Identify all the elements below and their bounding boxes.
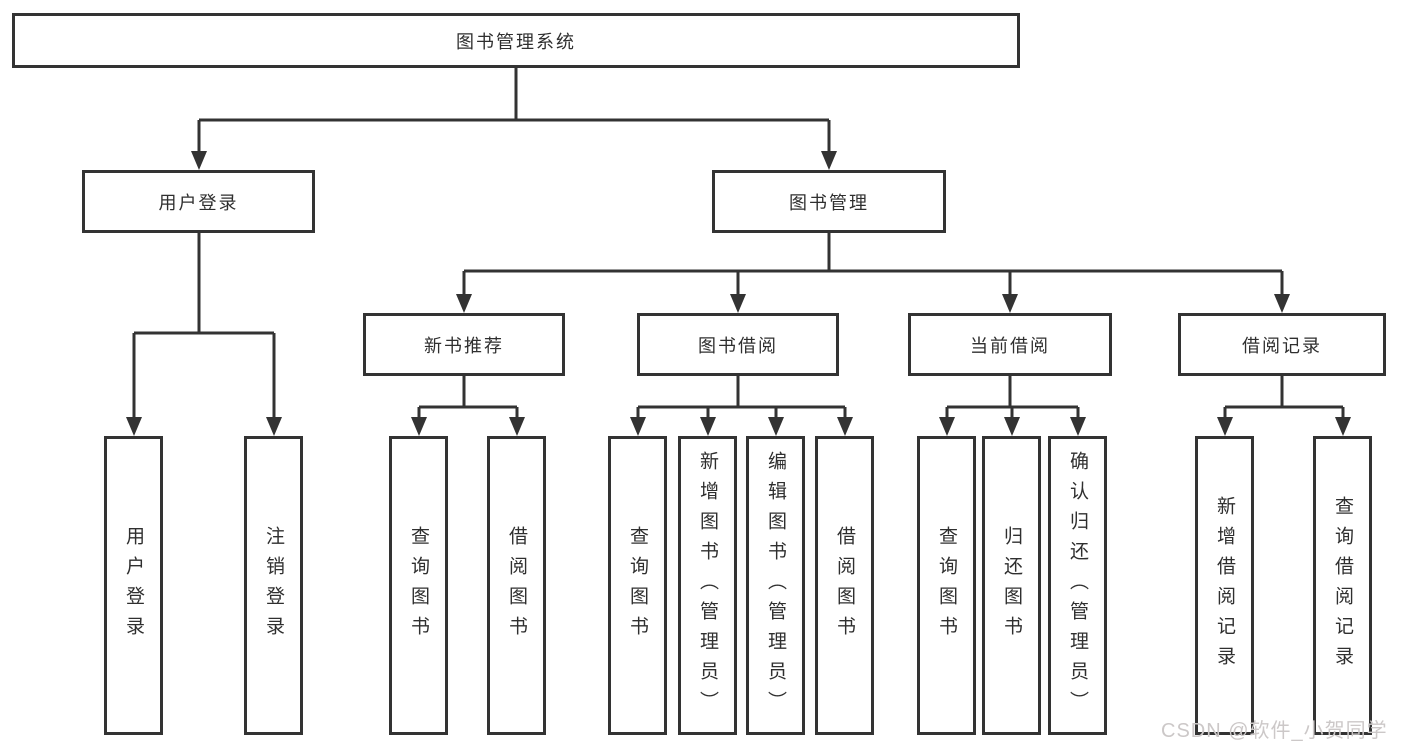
leaf-confirm-return-admin: 确认归还（管理员） xyxy=(1048,436,1107,735)
node-book-borrow-label: 图书借阅 xyxy=(698,335,778,356)
arrow-down-icon xyxy=(730,294,746,313)
leaf-label: 归还图书 xyxy=(1001,525,1022,646)
leaf-logout: 注销登录 xyxy=(244,436,303,735)
arrow-down-icon xyxy=(1004,417,1020,436)
leaf-borrow-book: 借阅图书 xyxy=(815,436,874,735)
arrow-down-icon xyxy=(1274,294,1290,313)
node-new-book-recommend-label: 新书推荐 xyxy=(424,335,504,356)
arrow-down-icon xyxy=(456,294,472,313)
leaf-label: 新增图书（管理员） xyxy=(697,450,718,721)
arrow-down-icon xyxy=(837,417,853,436)
node-current-borrow-label: 当前借阅 xyxy=(970,335,1050,356)
leaf-label: 借阅图书 xyxy=(834,525,855,646)
leaf-return-book: 归还图书 xyxy=(982,436,1041,735)
leaf-edit-book-admin: 编辑图书（管理员） xyxy=(746,436,805,735)
leaf-borrow-book-recommend: 借阅图书 xyxy=(487,436,546,735)
node-borrow-records: 借阅记录 xyxy=(1178,313,1386,376)
node-book-management: 图书管理 xyxy=(712,170,946,233)
arrow-down-icon xyxy=(1002,294,1018,313)
leaf-label: 查询图书 xyxy=(627,525,648,646)
arrow-down-icon xyxy=(126,417,142,436)
leaf-query-borrow-record: 查询借阅记录 xyxy=(1313,436,1372,735)
csdn-watermark: CSDN @软件_小贺同学 xyxy=(1161,720,1388,742)
leaf-query-book-recommend: 查询图书 xyxy=(389,436,448,735)
leaf-label: 新增借阅记录 xyxy=(1214,495,1235,676)
node-root-label: 图书管理系统 xyxy=(456,31,576,52)
node-book-management-label: 图书管理 xyxy=(789,192,869,213)
node-root: 图书管理系统 xyxy=(12,13,1020,68)
node-book-borrow: 图书借阅 xyxy=(637,313,839,376)
tree-edges xyxy=(132,68,1345,418)
leaf-query-book-current: 查询图书 xyxy=(917,436,976,735)
leaf-label: 查询图书 xyxy=(936,525,957,646)
leaf-label: 查询图书 xyxy=(408,525,429,646)
arrow-down-icon xyxy=(821,151,837,170)
leaf-label: 注销登录 xyxy=(263,525,284,646)
arrow-down-icon xyxy=(939,417,955,436)
arrow-down-icon xyxy=(266,417,282,436)
leaf-label: 用户登录 xyxy=(123,525,144,646)
leaf-label: 确认归还（管理员） xyxy=(1067,450,1088,721)
node-current-borrow: 当前借阅 xyxy=(908,313,1112,376)
arrow-down-icon xyxy=(1070,417,1086,436)
node-borrow-records-label: 借阅记录 xyxy=(1242,335,1322,356)
arrowheads xyxy=(126,151,1351,436)
node-user-login-label: 用户登录 xyxy=(158,192,239,213)
arrow-down-icon xyxy=(1217,417,1233,436)
leaf-add-book-admin: 新增图书（管理员） xyxy=(678,436,737,735)
leaf-add-borrow-record: 新增借阅记录 xyxy=(1195,436,1254,735)
leaf-label: 编辑图书（管理员） xyxy=(765,450,786,721)
arrow-down-icon xyxy=(700,417,716,436)
arrow-down-icon xyxy=(768,417,784,436)
arrow-down-icon xyxy=(411,417,427,436)
arrow-down-icon xyxy=(191,151,207,170)
node-new-book-recommend: 新书推荐 xyxy=(363,313,565,376)
leaf-label: 借阅图书 xyxy=(506,525,527,646)
leaf-label: 查询借阅记录 xyxy=(1332,495,1353,676)
arrow-down-icon xyxy=(1335,417,1351,436)
leaf-query-book-borrow: 查询图书 xyxy=(608,436,667,735)
arrow-down-icon xyxy=(509,417,525,436)
arrow-down-icon xyxy=(630,417,646,436)
leaf-user-login: 用户登录 xyxy=(104,436,163,735)
node-user-login: 用户登录 xyxy=(82,170,315,233)
